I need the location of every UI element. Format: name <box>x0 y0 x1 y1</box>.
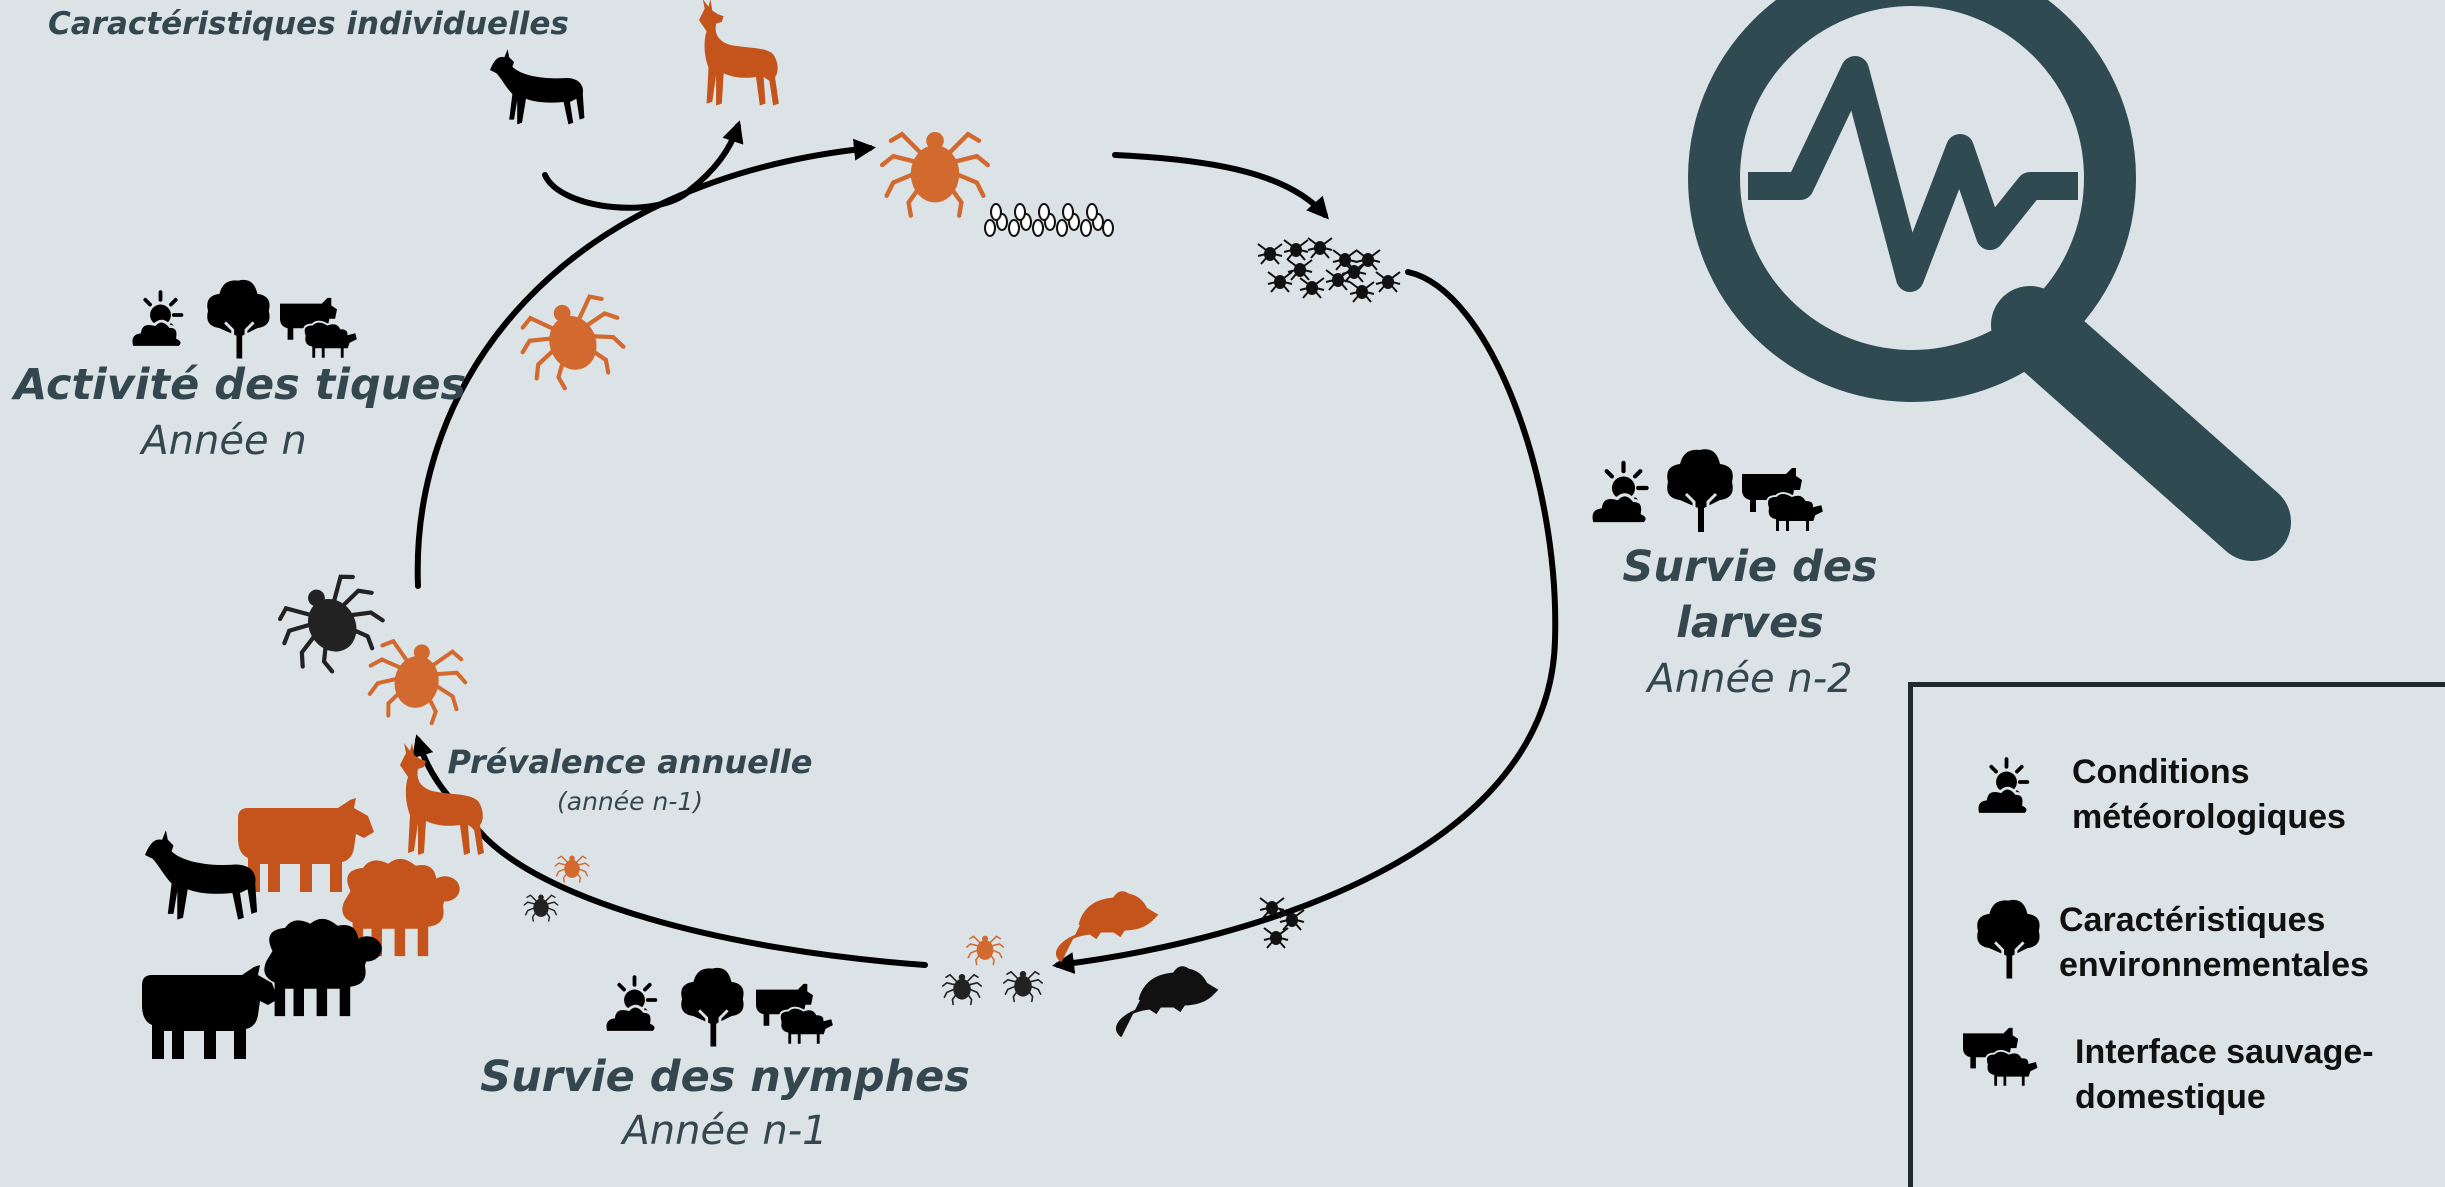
lifecycle-arrows <box>418 126 1556 965</box>
larval-survival-title-1: Survie des <box>1600 542 1900 592</box>
legend-weather-label: Conditions météorologiques <box>2072 750 2346 840</box>
tree-icon <box>681 968 743 1047</box>
magnifier-pulse-icon <box>1714 0 2252 522</box>
nymph-dark-2 <box>1004 971 1042 1001</box>
tree-icon <box>207 280 269 359</box>
legend-interface-label: Interface sauvage- domestique <box>2075 1030 2374 1120</box>
mouse-black <box>1117 968 1216 1036</box>
tick-small-orange <box>555 856 589 883</box>
tick-activity-year: Année n <box>14 418 434 464</box>
cow-sheep-icon <box>1742 468 1824 532</box>
legend-interface-line1: Interface sauvage- <box>2075 1030 2374 1075</box>
weather-icon <box>131 292 182 347</box>
nymph-survival-title: Survie des nymphes <box>460 1052 990 1102</box>
egg-cluster <box>985 204 1113 236</box>
tick-small-dark <box>524 895 558 922</box>
arrow-host-to-deer <box>545 126 738 208</box>
legend-interface-line2: domestique <box>2075 1075 2374 1120</box>
tick-adult-left <box>512 288 634 397</box>
factor-icons-larval-survival <box>1591 449 1824 532</box>
factor-icons-nymph-survival <box>605 968 834 1047</box>
prevalence-title: Prévalence annuelle <box>430 743 830 781</box>
legend-environment-line2: environnementales <box>2059 943 2369 988</box>
tick-engorged-top <box>882 132 988 216</box>
tick-activity-title: Activité des tiques <box>14 360 434 410</box>
larval-survival-title-2: larves <box>1600 598 1900 648</box>
arrow-eggs-to-larvae <box>1115 155 1325 215</box>
nymph-orange <box>967 936 1003 965</box>
cow-sheep-icon <box>280 298 358 359</box>
deer-top-orange <box>699 0 779 106</box>
arrow-adult-to-engorged <box>418 148 870 586</box>
arrow-larvae-to-nymphs <box>1058 272 1555 965</box>
tree-icon <box>1667 449 1733 532</box>
larval-survival-year: Année n-2 <box>1600 656 1900 702</box>
cow-sheep-icon <box>756 984 834 1045</box>
tick-dark-left <box>269 566 396 686</box>
weather-icon <box>1591 463 1647 524</box>
nymph-dark-1 <box>943 974 981 1004</box>
legend-weather-line2: météorologiques <box>2072 795 2346 840</box>
chamois-top <box>490 49 584 124</box>
nymph-survival-year: Année n-1 <box>460 1108 990 1154</box>
individual-traits-label: Caractéristiques individuelles <box>48 6 569 42</box>
sheep-black <box>264 919 381 1016</box>
legend-environment-label: Caractéristiques environnementales <box>2059 898 2369 988</box>
factor-icons-tick-activity <box>131 280 358 359</box>
legend-environment-line1: Caractéristiques <box>2059 898 2369 943</box>
prevalence-year: (année n-1) <box>430 787 830 816</box>
cow-black <box>142 965 278 1059</box>
legend-weather-line1: Conditions <box>2072 750 2346 795</box>
tick-orange-left <box>363 636 471 728</box>
larvae-cluster <box>1258 238 1400 302</box>
weather-icon <box>605 977 656 1032</box>
